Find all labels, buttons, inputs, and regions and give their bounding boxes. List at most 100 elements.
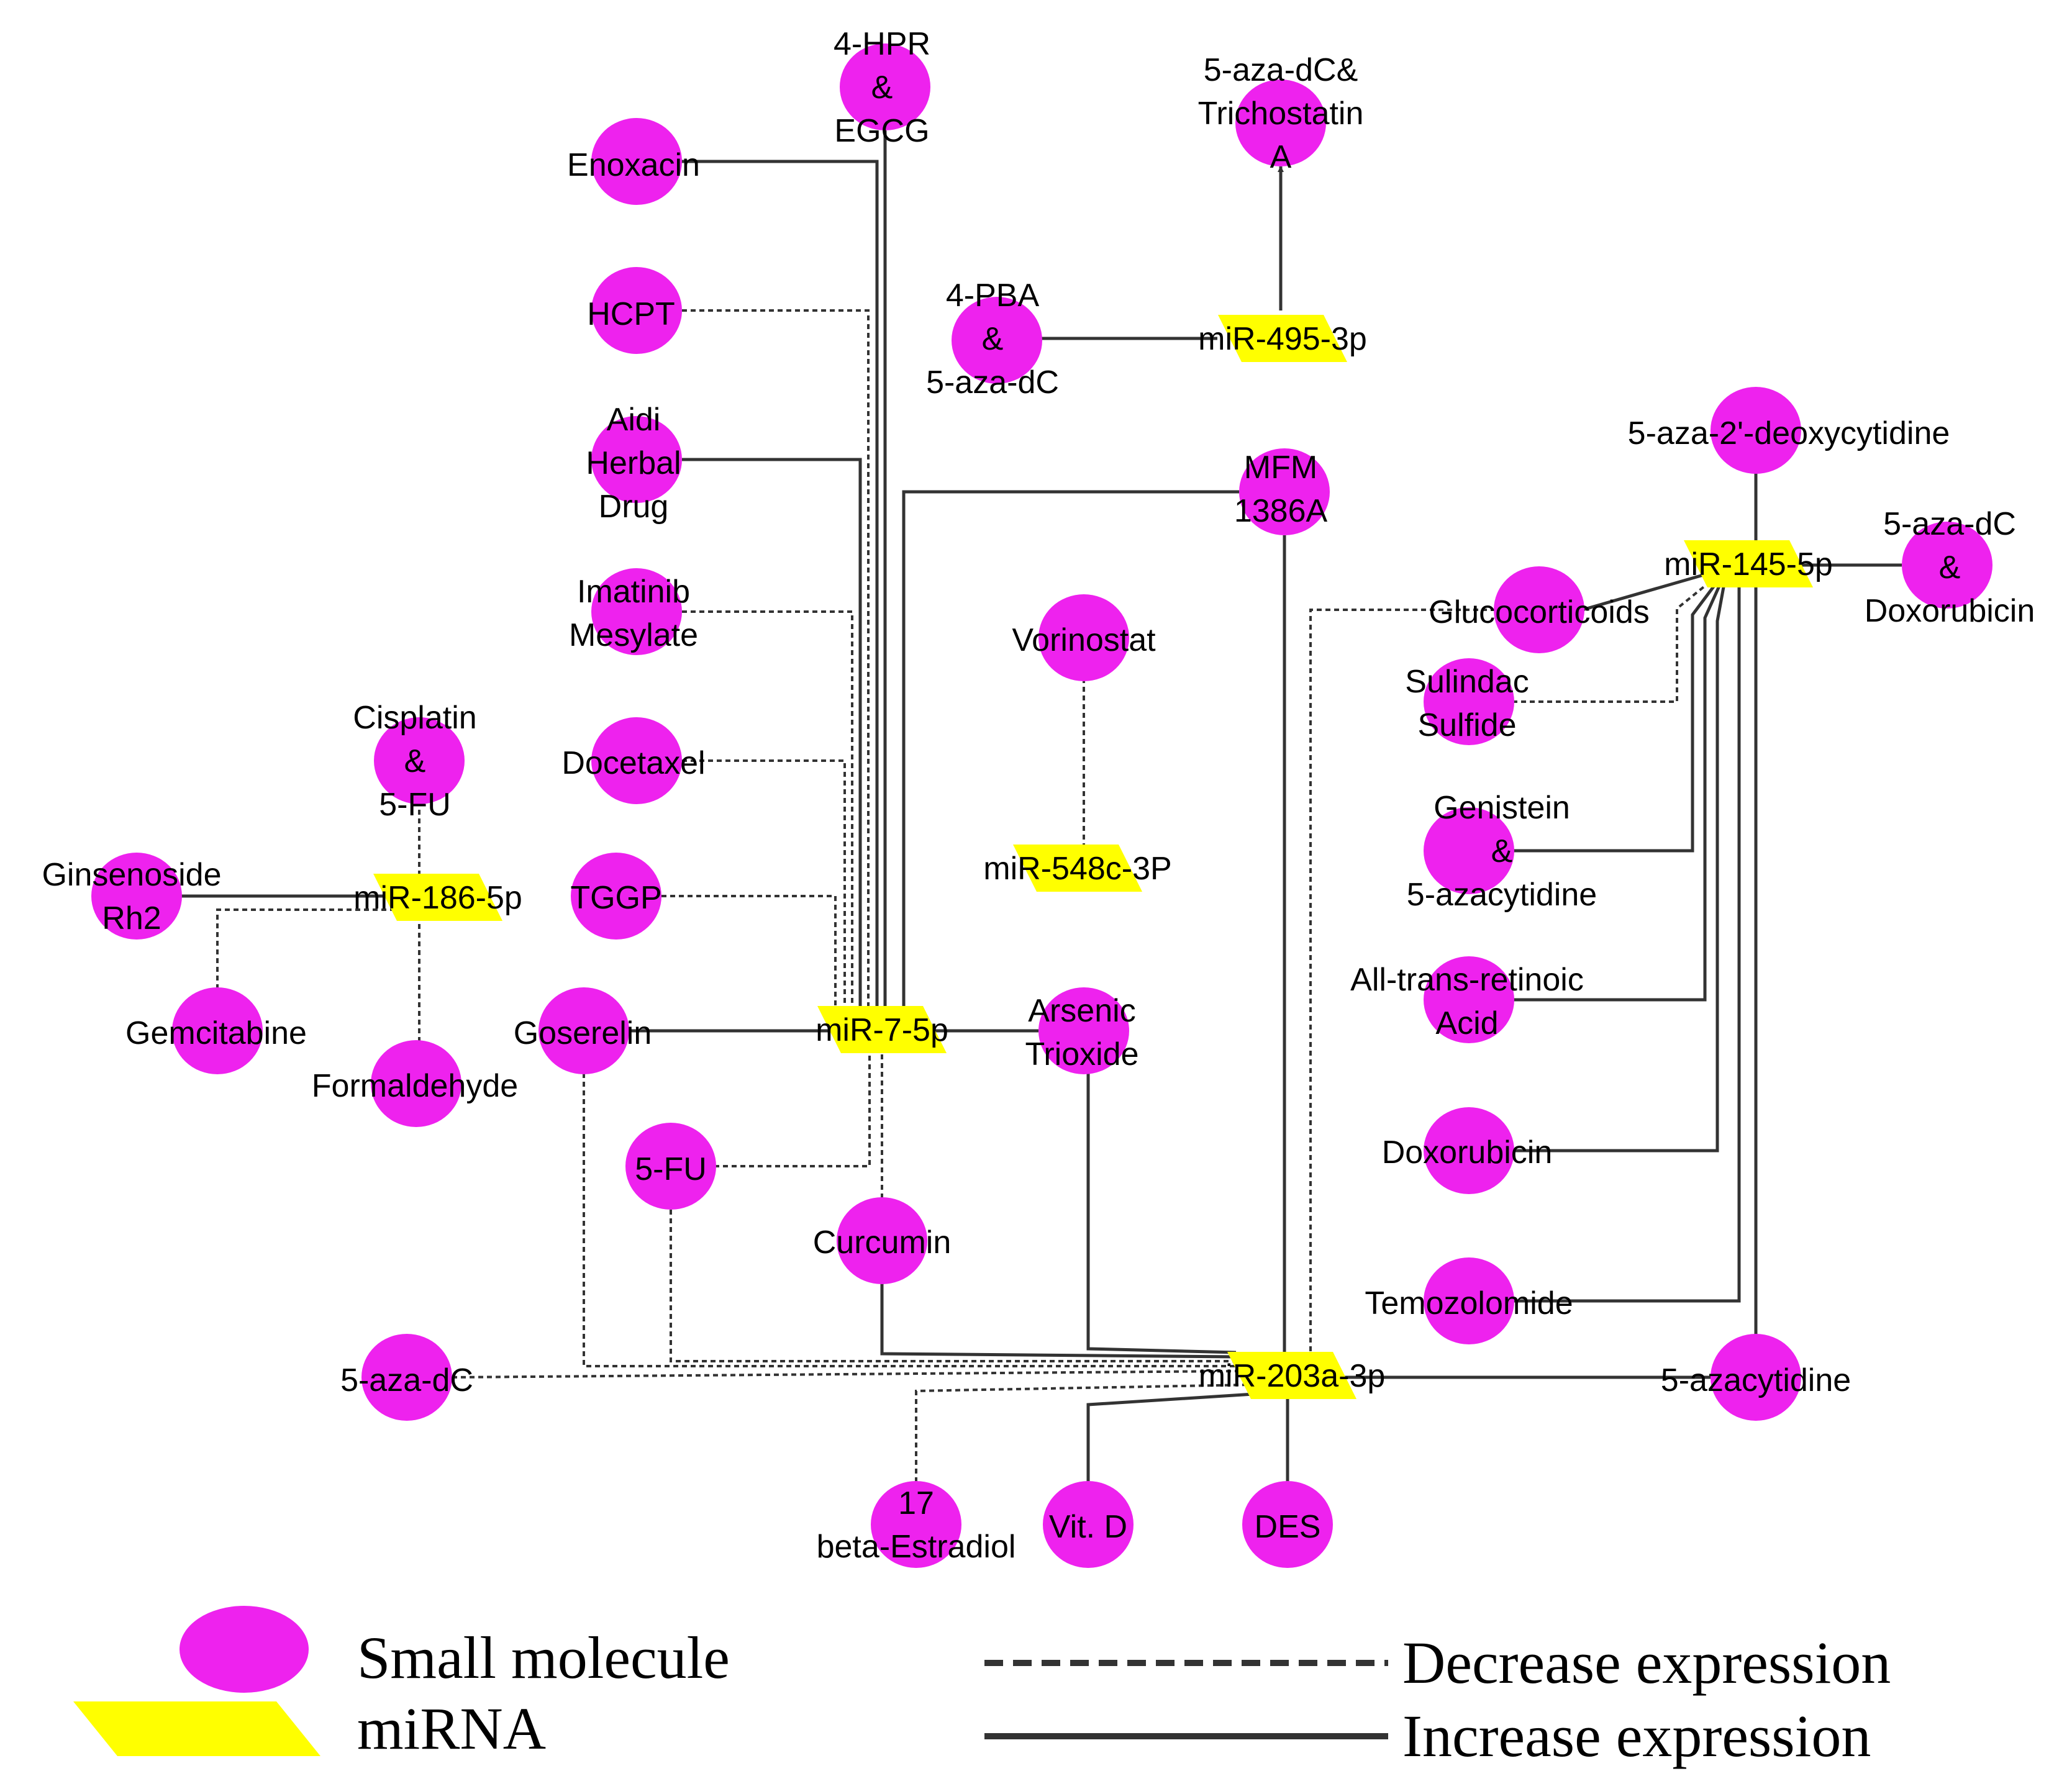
mirna-node-m203[interactable]: miR-203a-3p: [1199, 1352, 1386, 1399]
mirna-shape: [817, 1006, 947, 1053]
molecule-node-vori[interactable]: Vorinostat: [1012, 594, 1156, 681]
molecule-node-mfm[interactable]: MFM 1386A: [1234, 448, 1330, 535]
molecule-node-curc[interactable]: Curcumin: [813, 1197, 952, 1284]
molecule-label-line: Gemcitabine: [125, 1015, 307, 1051]
molecule-label-line: TGGP: [570, 880, 661, 916]
molecule-node-azacy[interactable]: 5-azacytidine: [1661, 1334, 1851, 1421]
molecule-label-line: 5-aza-dC: [1883, 506, 2016, 542]
molecule-node-enox[interactable]: Enoxacin: [567, 118, 700, 205]
edge-doce-m7-decrease: [682, 759, 846, 1017]
molecule-circle: [1038, 987, 1129, 1074]
mirna-node-m145[interactable]: miR-145-5p: [1664, 540, 1833, 587]
molecule-label-line: 5-FU: [635, 1151, 707, 1187]
molecule-node-pba[interactable]: 4-PBA&5-aza-dC: [926, 278, 1059, 401]
edge-atra-m145-increase: [1512, 579, 1724, 1002]
edge-sulin-m145-decrease: [1512, 573, 1720, 703]
molecule-circle: [591, 416, 682, 503]
molecule-label-line: Sulindac: [1405, 664, 1529, 700]
molecule-circle: [1242, 1481, 1333, 1568]
molecule-label-line: DES: [1255, 1509, 1321, 1545]
molecule-label-line: 1386A: [1234, 493, 1328, 529]
molecule-node-doxo[interactable]: Doxorubicin: [1382, 1107, 1553, 1194]
molecule-label-line: 4-PBA: [946, 278, 1040, 314]
mirna-shape: [1218, 315, 1347, 362]
molecule-node-form[interactable]: Formaldehyde: [312, 1040, 518, 1127]
molecule-node-hpr[interactable]: 4-HPR&EGCG: [834, 26, 930, 149]
mirna-shape: [1684, 540, 1813, 587]
molecule-node-azadox[interactable]: 5-aza-dC&Doxorubicin: [1865, 506, 2035, 629]
molecule-label-line: &: [982, 321, 1004, 357]
legend-mirna-swatch: [73, 1701, 320, 1756]
molecule-node-geni[interactable]: Genistein&5-azacytidine: [1407, 790, 1597, 913]
molecule-circle: [1424, 1257, 1514, 1344]
molecule-label-line: Glucocorticoids: [1429, 594, 1649, 630]
molecule-node-aza2[interactable]: 5-aza-2'-deoxycytidine: [1628, 387, 1950, 474]
molecule-circle: [172, 987, 263, 1074]
molecule-label-line: MFM: [1244, 450, 1317, 486]
edge-geni-m145-increase: [1512, 576, 1722, 853]
mirna-node-m7[interactable]: miR-7-5p: [816, 1006, 948, 1053]
molecule-node-gose[interactable]: Goserelin: [514, 987, 652, 1074]
molecule-circle: [625, 1123, 716, 1210]
molecule-node-fu5[interactable]: 5-FU: [625, 1123, 716, 1210]
molecule-node-gemc[interactable]: Gemcitabine: [125, 987, 307, 1074]
molecule-circle: [871, 1481, 961, 1568]
molecule-label-line: Imatinib: [577, 574, 690, 610]
molecule-label-line: 5-aza-dC&: [1204, 52, 1358, 88]
molecule-label-line: Trioxide: [1025, 1036, 1138, 1072]
molecule-circle: [1424, 1107, 1514, 1194]
molecule-label-line: HCPT: [587, 296, 675, 332]
mirna-node-m495[interactable]: miR-495-3p: [1198, 315, 1367, 362]
molecule-node-doce[interactable]: Docetaxel: [561, 717, 706, 804]
molecule-label-line: Goserelin: [514, 1015, 652, 1051]
molecule-label-line: Aidi: [607, 402, 661, 438]
mirna-label: miR-7-5p: [816, 1012, 948, 1048]
molecule-node-vitd[interactable]: Vit. D: [1043, 1481, 1134, 1568]
legend-increase-label: Increase expression: [1402, 1703, 1871, 1769]
molecule-label-line: Vorinostat: [1012, 622, 1156, 658]
edge-hcpt-m7-decrease: [682, 309, 870, 1012]
molecule-node-temo[interactable]: Temozolomide: [1365, 1257, 1573, 1344]
molecule-circle: [591, 568, 682, 655]
molecule-node-des[interactable]: DES: [1242, 1481, 1333, 1568]
molecule-label-line: Rh2: [102, 900, 161, 936]
molecule-label-line: Acid: [1435, 1005, 1498, 1041]
molecule-node-azadc[interactable]: 5-aza-dC: [340, 1334, 473, 1421]
molecule-circle: [571, 853, 661, 940]
molecule-circle: [1711, 1334, 1801, 1421]
molecule-circle: [361, 1334, 452, 1421]
edge-tggp-m7-decrease: [661, 895, 837, 1018]
mirna-node-m186[interactable]: miR-186-5p: [353, 874, 522, 921]
molecule-node-hcpt[interactable]: HCPT: [587, 267, 682, 354]
molecule-label-line: Sulfide: [1418, 707, 1517, 743]
molecule-circle: [1038, 594, 1129, 681]
molecule-label-line: Drug: [599, 489, 669, 525]
molecule-label-line: Genistein: [1434, 790, 1570, 826]
molecule-node-cisp[interactable]: Cisplatin&5-FU: [353, 700, 476, 823]
mirna-label: miR-203a-3p: [1199, 1358, 1386, 1394]
molecule-circle: [1424, 956, 1514, 1043]
molecule-circle: [1711, 387, 1801, 474]
molecule-circle: [840, 43, 930, 130]
edge-estr-m203-decrease: [915, 1384, 1249, 1482]
edge-azadc-m203-decrease: [452, 1370, 1237, 1379]
edge-doxo-m145-increase: [1512, 583, 1726, 1153]
mirna-node-m548[interactable]: miR-548c-3P: [983, 845, 1172, 892]
molecule-label-line: 5-aza-2'-deoxycytidine: [1628, 415, 1950, 451]
molecule-node-tggp[interactable]: TGGP: [570, 853, 662, 940]
legend: Small molecule miRNA Decrease expression…: [73, 1606, 1891, 1769]
legend-small-molecule-swatch: [179, 1606, 309, 1693]
molecule-label-line: Doxorubicin: [1382, 1135, 1553, 1171]
molecule-label-line: EGCG: [834, 113, 929, 149]
molecule-label-line: Ginsenoside: [42, 857, 221, 893]
edge-mfm-m7-increase: [902, 490, 1239, 1013]
molecule-node-gluco[interactable]: Glucocorticoids: [1429, 566, 1650, 653]
